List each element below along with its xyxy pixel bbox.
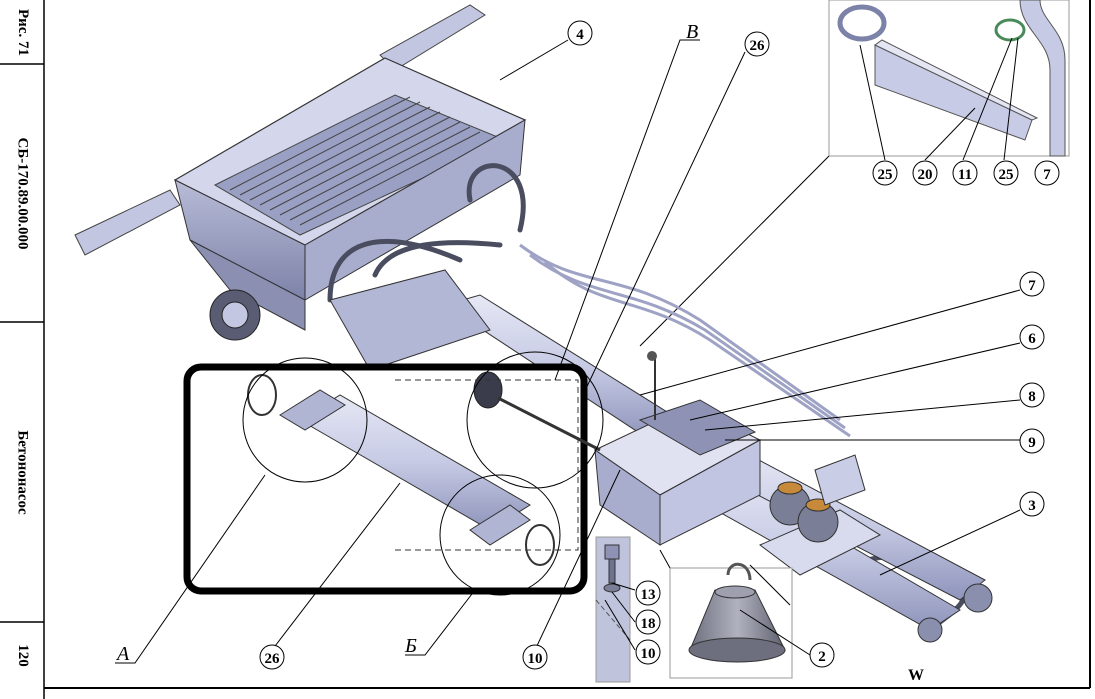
view-label-w: W xyxy=(908,667,924,684)
svg-text:11: 11 xyxy=(958,167,972,183)
hopper xyxy=(74,4,527,331)
exploded-pipe xyxy=(247,371,601,566)
callout-10-inset: 10 xyxy=(635,639,661,665)
page-number: 120 xyxy=(14,643,31,667)
valve-block xyxy=(594,351,882,576)
svg-text:4: 4 xyxy=(576,27,584,43)
svg-text:6: 6 xyxy=(1028,331,1036,347)
svg-text:26: 26 xyxy=(265,651,281,667)
svg-text:18: 18 xyxy=(641,616,656,632)
view-label-a: А xyxy=(115,643,130,665)
drawing-name: Бетононасос xyxy=(14,429,31,515)
foot-detail xyxy=(669,562,793,679)
view-label-v: В xyxy=(686,21,698,43)
bolt-detail xyxy=(595,536,631,683)
detail-callout-11: 11 xyxy=(952,160,978,186)
detail-inset xyxy=(828,0,1070,157)
detail-callout-20: 20 xyxy=(912,160,938,186)
callout-6: 6 xyxy=(1019,324,1045,350)
svg-text:26: 26 xyxy=(750,38,766,54)
svg-text:10: 10 xyxy=(528,651,543,667)
svg-text:2: 2 xyxy=(818,649,826,665)
svg-text:20: 20 xyxy=(918,167,933,183)
detail-callout-7: 7 xyxy=(1034,160,1060,186)
callout-26-bottom: 26 xyxy=(259,644,285,670)
view-label-b: Б xyxy=(404,635,417,657)
callout-10: 10 xyxy=(522,644,548,670)
callout-9: 9 xyxy=(1019,428,1045,454)
svg-text:7: 7 xyxy=(1028,278,1036,294)
callout-2: 2 xyxy=(809,642,835,668)
detail-callout-25b: 25 xyxy=(993,160,1019,186)
detail-callout-25a: 25 xyxy=(872,160,898,186)
callout-13: 13 xyxy=(635,580,661,606)
svg-text:13: 13 xyxy=(641,587,656,603)
svg-text:8: 8 xyxy=(1028,389,1036,405)
callout-18: 18 xyxy=(635,609,661,635)
svg-text:3: 3 xyxy=(1028,498,1036,514)
svg-text:25: 25 xyxy=(878,167,893,183)
callout-8: 8 xyxy=(1019,382,1045,408)
svg-text:25: 25 xyxy=(999,167,1014,183)
callout-3: 3 xyxy=(1019,491,1045,517)
callout-26-top: 26 xyxy=(744,31,770,57)
svg-text:10: 10 xyxy=(641,646,656,662)
drawing-code: СБ-170.89.00.000 xyxy=(14,137,31,249)
svg-text:7: 7 xyxy=(1043,167,1051,183)
callout-7: 7 xyxy=(1019,271,1045,297)
callout-4: 4 xyxy=(567,20,593,46)
figure-number: Рис. 71 xyxy=(14,8,31,56)
svg-text:9: 9 xyxy=(1028,435,1036,451)
